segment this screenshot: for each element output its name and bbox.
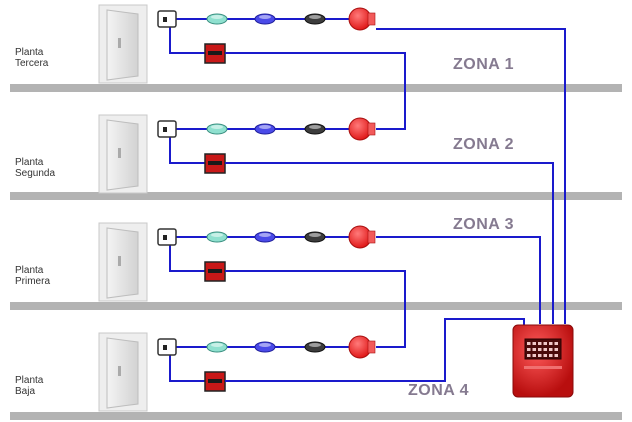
zone-1-link-wire [225,52,406,130]
control-panel-indicator [543,348,547,351]
door-handle [118,148,121,158]
floor-devices-4 [98,332,376,412]
siren-horn [367,340,376,354]
control-panel-indicator [554,354,558,357]
control-panel-indicator [532,354,536,357]
control-panel-indicator [538,348,542,351]
smoke-detector-icon-shine [211,15,223,19]
call-point-branch-wire [169,137,205,164]
control-panel-indicator [527,348,531,351]
ionic-detector-icon-shine [309,343,321,347]
manual-call-point-glass [208,161,222,165]
call-point-branch-wire [169,245,205,272]
control-panel-strip [524,366,562,369]
detector-base-led [163,17,167,22]
zone-3-link-wire [225,270,406,348]
heat-detector-icon-shine [259,15,271,19]
control-panel-indicator [527,342,531,345]
control-panel-indicator [538,342,542,345]
control-panel-indicator [554,342,558,345]
zone-risers [225,28,566,382]
zone-label-3: ZONA 3 [453,216,515,233]
floor-label-primera: Planta Primera [15,265,51,287]
control-panel-indicator [549,348,553,351]
floor-label-segunda: Planta Segunda [15,157,56,179]
smoke-detector-icon-shine [211,233,223,237]
door-handle [118,366,121,376]
floor-slab-2 [10,192,622,200]
control-panel-indicator [532,342,536,345]
control-panel-indicator [549,354,553,357]
door-handle [118,256,121,266]
control-panel-indicator [549,342,553,345]
floor-devices-2 [98,114,376,194]
manual-call-point-glass [208,269,222,273]
zone-3-riser-wire [376,236,541,324]
floor-slab-3 [10,302,622,310]
ionic-detector-icon-shine [309,233,321,237]
zone-label-1: ZONA 1 [453,56,515,73]
zone-2-riser-wire [225,162,554,324]
zone-4-riser-wire [225,318,525,382]
siren-horn [367,12,376,26]
control-panel [512,324,574,398]
heat-detector-icon-shine [259,125,271,129]
floor-slab-1 [10,84,622,92]
floor-label-baja: Planta Baja [15,375,44,397]
control-panel-icon [512,324,574,398]
heat-detector-icon-shine [259,233,271,237]
zone-label-4: ZONA 4 [408,382,470,399]
control-panel-indicator [527,354,531,357]
smoke-detector-icon-shine [211,125,223,129]
detector-base-led [163,235,167,240]
manual-call-point-glass [208,379,222,383]
control-panel-indicator [538,354,542,357]
floor-devices-1 [98,4,376,84]
ionic-detector-icon-shine [309,125,321,129]
door-leaf [106,9,139,81]
detector-base-led [163,127,167,132]
floor-devices-3 [98,222,376,302]
zone-1-riser-wire [376,28,566,324]
door-handle [118,38,121,48]
heat-detector-icon-shine [259,343,271,347]
siren-horn [367,122,376,136]
door-leaf [106,337,139,409]
siren-horn [367,230,376,244]
control-panel-indicator [554,348,558,351]
floor-slab-4 [10,412,622,420]
manual-call-point-glass [208,51,222,55]
call-point-branch-wire [169,27,205,54]
call-point-branch-wire [169,355,205,382]
smoke-detector-icon-shine [211,343,223,347]
control-panel-indicator [543,354,547,357]
detector-base-led [163,345,167,350]
door-leaf [106,227,139,299]
door-leaf [106,119,139,191]
zone-label-2: ZONA 2 [453,136,515,153]
floor-label-tercera: Planta Tercera [15,47,49,69]
control-panel-indicator [532,348,536,351]
control-panel-indicator [543,342,547,345]
ionic-detector-icon-shine [309,15,321,19]
